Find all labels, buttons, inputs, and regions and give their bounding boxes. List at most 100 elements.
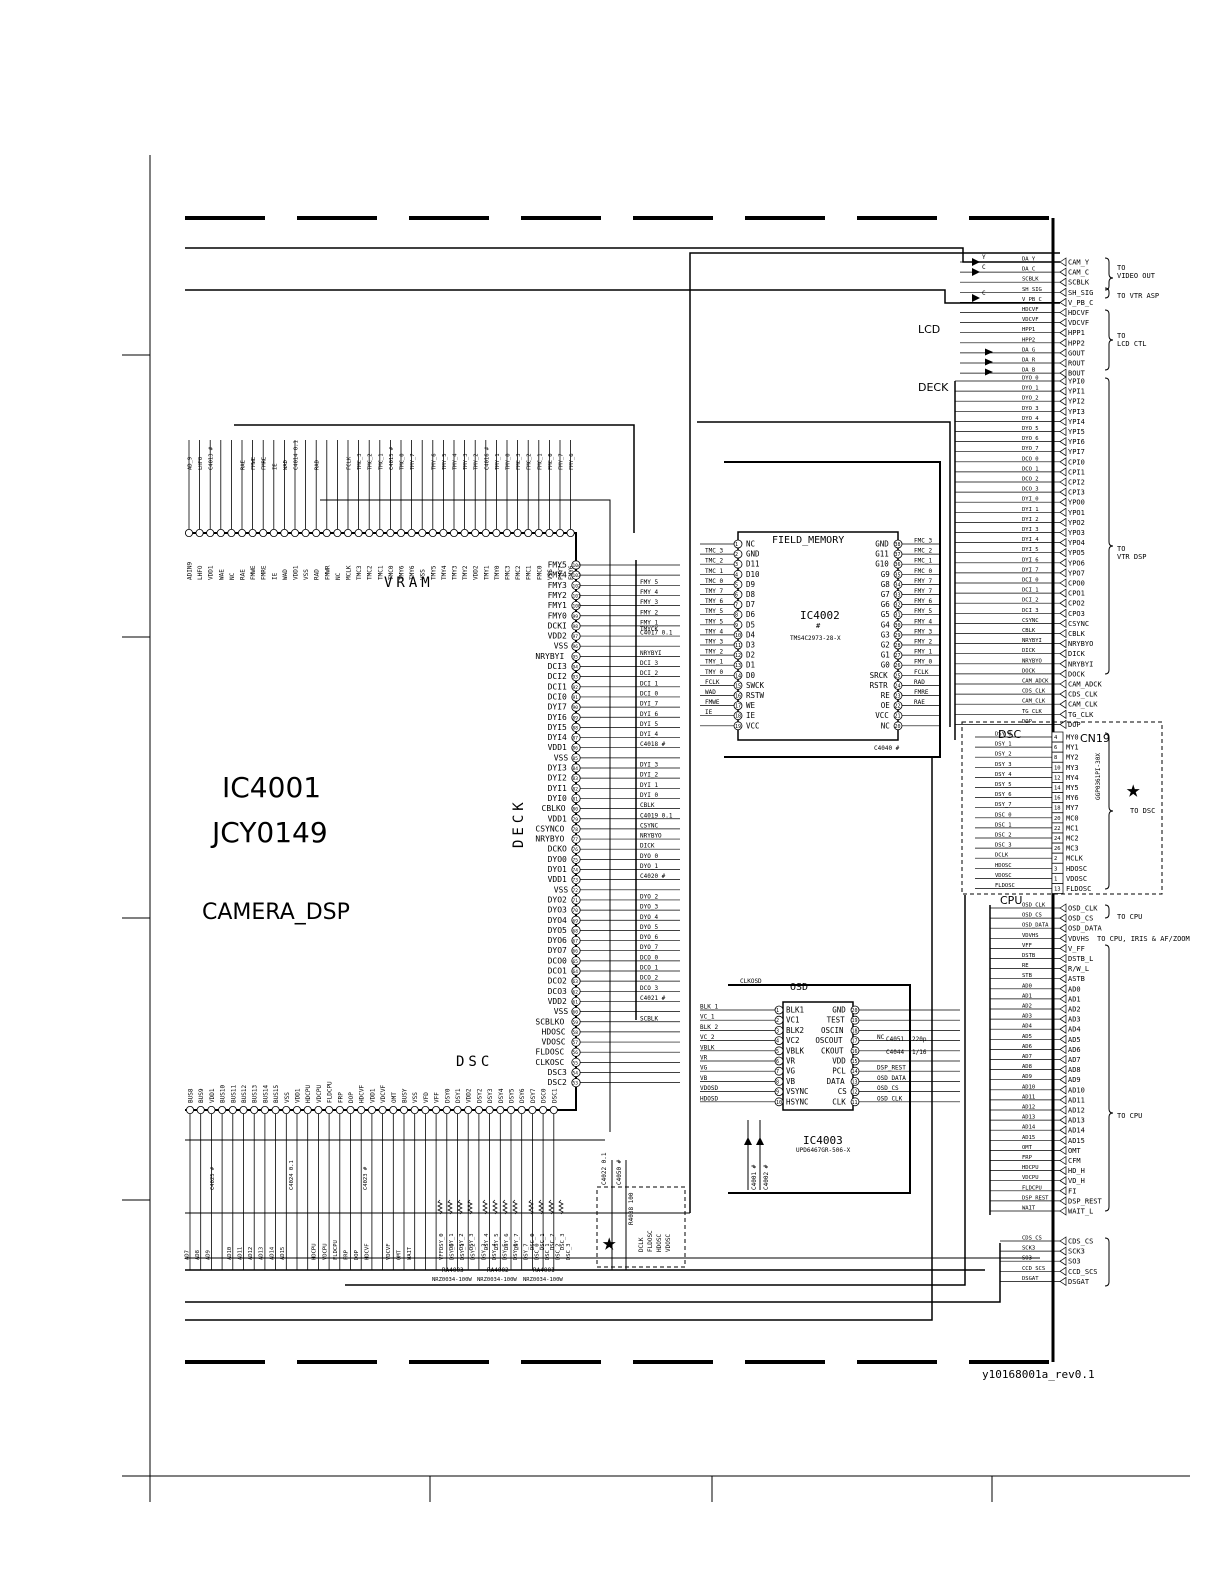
ic4001-right-net: C4020 #	[640, 873, 666, 880]
ic4001-pin-marker	[260, 1106, 269, 1115]
ic4001-right-net: DCI_1	[640, 680, 658, 687]
ic4001-bottom-pin: VDD1	[369, 1088, 376, 1103]
ic4001-bottom-net: VDCVF	[386, 1243, 392, 1260]
ic4001-bottom-pin: VFD	[423, 1092, 430, 1103]
conn-pin-marker	[1059, 679, 1067, 689]
ic4001-top-pin: NC	[335, 572, 342, 580]
osd-left-net: VB	[700, 1075, 708, 1082]
conn-pin-marker	[1059, 487, 1067, 497]
conn-dsc-pin: MY0	[1066, 734, 1079, 742]
conn-dsc-net: DSC_1	[995, 822, 1012, 828]
conn-net: DYI_2	[1022, 517, 1039, 523]
osd-left-pin: VBLK	[786, 1046, 805, 1055]
conn-ext: YPI4	[1068, 418, 1085, 426]
fm-right-pin: G4	[881, 620, 891, 629]
ic4001-right-net: SCBLK	[640, 1015, 658, 1022]
osd-left-net: VC_2	[700, 1034, 715, 1041]
conn-ext: OSD_CLK	[1068, 905, 1098, 913]
ic4001-right-num: 54	[573, 1071, 579, 1077]
osd-right-pin: GND	[832, 1006, 846, 1015]
conn-ext: CPI0	[1068, 458, 1085, 466]
ic4001-pin-marker	[410, 1106, 419, 1115]
ic4001-bottom-net: VDCPU	[322, 1243, 328, 1260]
ic4001-pin-marker	[343, 529, 352, 538]
conn-ext: DSP_REST	[1068, 1197, 1103, 1205]
fm-right-net: RAD	[914, 679, 925, 686]
ic4001-right-pin: FMY3	[548, 581, 567, 590]
conn-ext: YPI7	[1068, 448, 1085, 456]
ic4001-right-pin: VDD2	[548, 997, 567, 1006]
fm-left-pin: D10	[746, 570, 760, 579]
conn-net: CDS_CLK	[1022, 689, 1046, 695]
ra-resistor	[502, 1199, 508, 1215]
conn-ext: SO3	[1068, 1258, 1081, 1266]
ic4001-right-net: C4019 0.1	[640, 812, 673, 819]
signal-arrow	[972, 294, 980, 302]
conn-dsc-net: DSC_2	[995, 833, 1012, 839]
ic4001-right-net: DICK	[640, 843, 655, 850]
conn-net: DYO_2	[1022, 396, 1039, 402]
ic4001-pin-marker	[195, 529, 204, 538]
ic4001-pin-marker	[184, 529, 193, 538]
ic4001-top-pin: LHFO	[197, 565, 204, 580]
osd-left-pin: VR	[786, 1057, 796, 1066]
fm-right-net: FCLK	[914, 669, 929, 676]
ic4001-bottom-pin: BUS9	[198, 1088, 205, 1103]
ic4001-top-net: TMY_7	[410, 453, 416, 470]
conn-pin-marker	[1059, 1115, 1067, 1125]
conn-net: SCK3	[1022, 1246, 1035, 1252]
conn-dsc-num: 14	[1054, 786, 1061, 792]
ic4001-right-num: 61	[573, 999, 579, 1005]
page-frame	[122, 155, 1190, 1502]
conn-pin-marker	[1059, 1246, 1067, 1256]
conn-ext: HPP1	[1068, 329, 1085, 337]
conn-net: DCO_2	[1022, 477, 1039, 483]
ic4001-pin-marker	[460, 529, 469, 538]
osd-left-net: VR	[700, 1055, 708, 1062]
fm-right-net: FMC_3	[914, 538, 932, 545]
ic4001-top-pin: TMY3	[452, 565, 459, 580]
conn-net: DYI_5	[1022, 547, 1039, 553]
conn-pin-marker	[1059, 1186, 1067, 1196]
conn-dsc-num: 6	[1054, 745, 1057, 751]
conn-ext: AD10	[1068, 1086, 1085, 1094]
conn-pin-marker	[1059, 548, 1067, 558]
fm-left-net: TMY_5	[705, 618, 723, 625]
ic4001-right-net: DCI_0	[640, 690, 658, 697]
ic4001-right-pin: VDD1	[548, 743, 567, 752]
fm-left-pin: D11	[746, 560, 760, 569]
ic4001-bottom-net: FLDCPU	[333, 1240, 339, 1260]
conn-pin-marker	[1059, 984, 1067, 994]
fm-left-net: TMY_2	[705, 649, 723, 656]
ic4001-pin-marker	[496, 1106, 505, 1115]
conn-pin-marker	[1059, 317, 1067, 328]
ic4001-right-num: 96	[573, 644, 579, 650]
conn-net: DSP_REST	[1022, 1195, 1049, 1201]
conn-net: DYO_0	[1022, 376, 1039, 382]
conn-ext: CCD_SCS	[1068, 1268, 1098, 1276]
conn-pin-marker	[1059, 1276, 1067, 1287]
ic4001-bottom-net: AD14	[269, 1246, 275, 1260]
conn-ext: AD9	[1068, 1076, 1081, 1084]
osd-cap1-val: 220p	[912, 1036, 927, 1043]
ic4001-top-net: TMC_2	[368, 453, 374, 470]
conn-ext: SCBLK	[1068, 279, 1090, 287]
conn-pin-marker	[1059, 396, 1067, 406]
ic4001-right-num: 102	[573, 583, 581, 589]
ic4001-right-pin: DCKO	[548, 845, 567, 854]
ic4001-pin-marker	[432, 1106, 441, 1115]
conn-net: AD0	[1022, 983, 1032, 989]
ic4001-right-num: 69	[573, 918, 579, 924]
conn-ext: GOUT	[1068, 349, 1086, 357]
conn-dsc-net: DSC_3	[995, 843, 1012, 849]
ra-resistor	[447, 1199, 453, 1215]
ic4001-top-pin: TMC0	[388, 565, 395, 580]
ic4001-top-net: FMY_6	[569, 453, 575, 470]
ic4001-right-net: FMY_4	[640, 589, 658, 596]
fm-right-pin: NC	[881, 721, 890, 730]
conn-ext: CPO3	[1068, 610, 1085, 618]
fm-left-net: TMY_5	[705, 608, 723, 615]
conn-dsc-num: 12	[1054, 775, 1061, 781]
conn-ext: YPO5	[1068, 549, 1085, 557]
osd-left-net: BLK_1	[700, 1004, 718, 1011]
